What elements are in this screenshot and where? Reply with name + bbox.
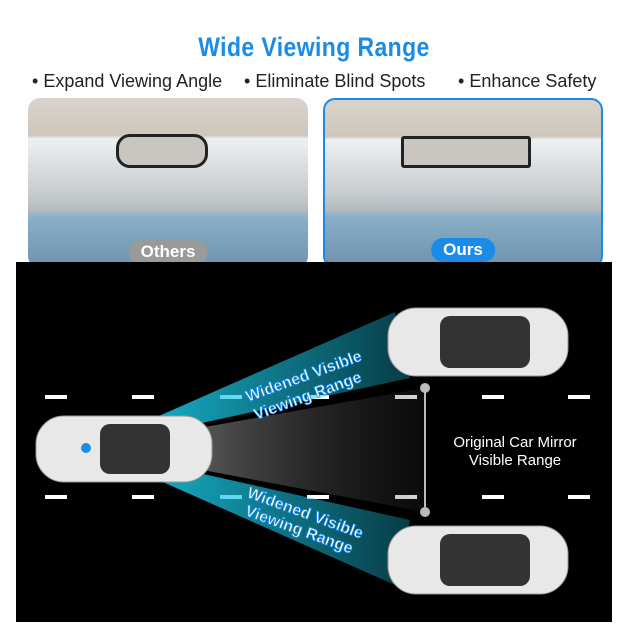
ours-badge: Ours	[431, 238, 495, 262]
range-label-2: Visible Range	[469, 452, 561, 469]
upper-car	[387, 307, 569, 377]
bullet-text: Expand Viewing Angle	[43, 71, 223, 91]
main-car	[35, 415, 213, 483]
bullet-text: Enhance Safety	[469, 71, 597, 91]
upper-beam	[86, 312, 410, 448]
wide-mirror	[401, 136, 531, 168]
bullet-safety: • Enhance Safety	[458, 71, 597, 91]
original-cone	[86, 388, 425, 512]
bullet-expand: • Expand Viewing Angle	[32, 71, 223, 91]
range-label-1: Original Car Mirror	[453, 434, 576, 451]
bullet-eliminate: • Eliminate Blind Spots	[244, 71, 426, 91]
bullet-text: Eliminate Blind Spots	[255, 71, 426, 91]
lower-car	[387, 525, 569, 595]
page-title: Wide Viewing Range	[198, 32, 430, 62]
others-panel: Others	[28, 98, 308, 268]
standard-mirror	[116, 134, 208, 168]
ours-panel: Ours	[323, 98, 603, 268]
feature-bullets: • Expand Viewing Angle • Eliminate Blind…	[0, 71, 628, 95]
range-bracket	[420, 383, 430, 517]
others-badge: Others	[128, 240, 208, 264]
